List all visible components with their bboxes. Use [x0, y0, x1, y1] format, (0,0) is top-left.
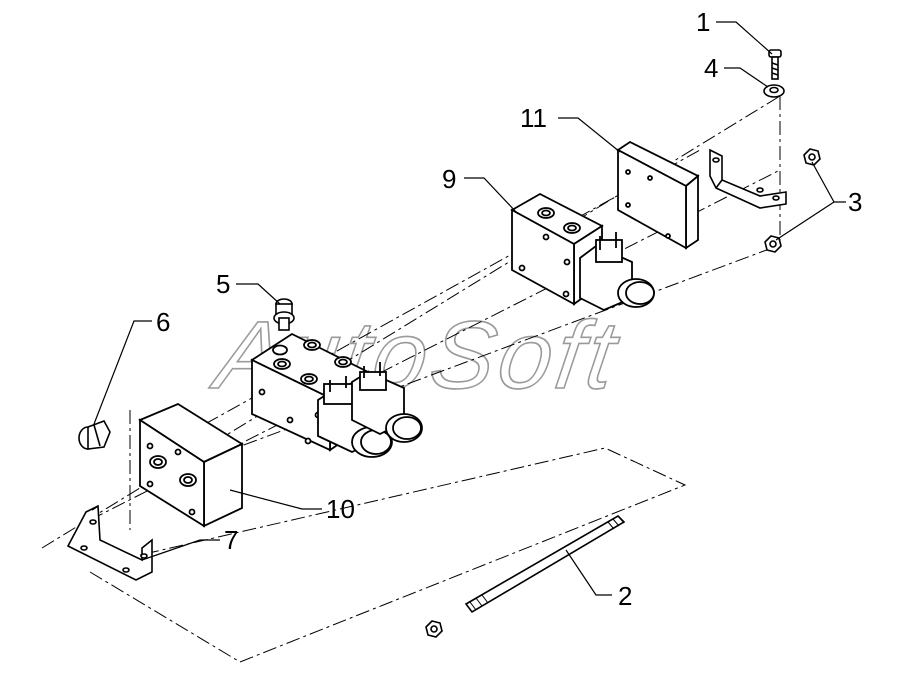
bracket-part-7 — [66, 504, 153, 581]
plug-part-6 — [78, 420, 111, 450]
callout-5: 5 — [216, 269, 230, 299]
callout-1: 1 — [696, 7, 710, 37]
callout-3: 3 — [848, 187, 862, 217]
leader-lines — [93, 21, 846, 596]
bolt-part-1 — [768, 49, 782, 80]
callout-6: 6 — [156, 307, 170, 337]
fitting-part-5 — [273, 298, 295, 331]
mounting-bracket-right — [709, 148, 787, 209]
callout-labels: 1 2 3 4 5 6 7 9 10 11 — [156, 7, 862, 611]
callout-4: 4 — [704, 53, 718, 83]
callout-10: 10 — [326, 494, 355, 524]
callout-9: 9 — [442, 164, 456, 194]
end-plate-part-11 — [616, 140, 700, 250]
valve-block-part-9 — [510, 192, 655, 311]
callout-7: 7 — [224, 525, 238, 555]
end-cover-part-10 — [138, 402, 244, 528]
tie-rod-part-2 — [425, 514, 626, 638]
washer-part-4 — [763, 84, 785, 98]
double-solenoid-valve-block — [250, 332, 423, 458]
callout-11: 11 — [520, 103, 547, 133]
callout-2: 2 — [618, 581, 632, 611]
